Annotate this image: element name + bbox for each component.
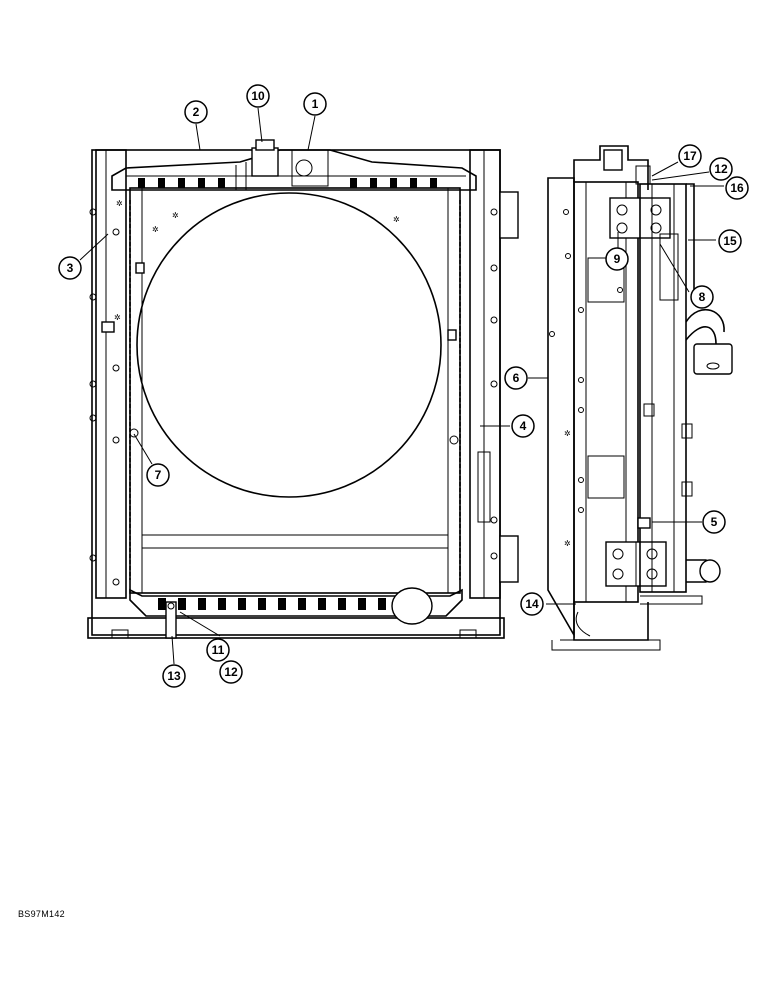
radiator-side-view: ✲ ✲ (547, 145, 733, 651)
radiator-core: ✲ ✲ ✲ ✲ ✲ (114, 187, 461, 594)
callout-12-top: 12 (709, 157, 733, 181)
callout-14: 14 (520, 592, 544, 616)
callout-10-label: 10 (251, 89, 265, 103)
callouts: 1 2 3 4 5 6 7 8 (58, 84, 749, 688)
oil-cooler (637, 183, 693, 593)
callout-9-label: 9 (614, 252, 621, 266)
callout-10: 10 (246, 84, 270, 108)
svg-text:✲: ✲ (172, 211, 179, 220)
left-side-support (89, 149, 127, 599)
callout-2: 2 (184, 100, 208, 124)
callout-7-label: 7 (155, 468, 162, 482)
callout-13-label: 13 (167, 669, 181, 683)
callout-17: 17 (678, 144, 702, 168)
callout-15: 15 (718, 229, 742, 253)
callout-6-label: 6 (513, 371, 520, 385)
svg-text:✲: ✲ (114, 313, 121, 322)
callout-3-label: 3 (67, 261, 74, 275)
callout-17-label: 17 (683, 149, 697, 163)
callout-13: 13 (162, 664, 186, 688)
callout-9: 9 (605, 247, 629, 271)
callout-12-bottom: 12 (219, 660, 243, 684)
bottom-tank (129, 587, 463, 639)
callout-2-label: 2 (193, 105, 200, 119)
callout-15-label: 15 (723, 234, 737, 248)
callout-12-bottom-label: 12 (224, 665, 238, 679)
svg-text:✲: ✲ (152, 225, 159, 234)
svg-text:✲: ✲ (564, 539, 571, 548)
callout-7: 7 (146, 463, 170, 487)
callout-8-label: 8 (699, 290, 706, 304)
callout-16: 16 (725, 176, 749, 200)
callout-4: 4 (511, 414, 535, 438)
callout-12-top-label: 12 (714, 162, 728, 176)
svg-text:✲: ✲ (116, 199, 123, 208)
top-tank (111, 139, 477, 191)
callout-14-label: 14 (525, 597, 539, 611)
drawing-code: BS97M142 (18, 909, 65, 919)
callout-5: 5 (702, 510, 726, 534)
right-side-support (469, 149, 519, 599)
callout-4-label: 4 (520, 419, 527, 433)
callout-3: 3 (58, 256, 82, 280)
callout-1-label: 1 (312, 97, 319, 111)
mount-block-bottom (605, 541, 667, 587)
callout-8: 8 (690, 285, 714, 309)
callout-6: 6 (504, 366, 528, 390)
svg-text:✲: ✲ (564, 429, 571, 438)
svg-text:✲: ✲ (393, 215, 400, 224)
callout-1: 1 (303, 92, 327, 116)
callout-16-label: 16 (730, 181, 744, 195)
leader-lines (79, 107, 724, 665)
radiator-front-view: ✲ ✲ ✲ ✲ ✲ (87, 139, 519, 639)
callout-11-label: 11 (212, 643, 225, 657)
cooler-line (640, 183, 733, 605)
callout-5-label: 5 (711, 515, 718, 529)
callout-11: 11 (206, 638, 230, 662)
